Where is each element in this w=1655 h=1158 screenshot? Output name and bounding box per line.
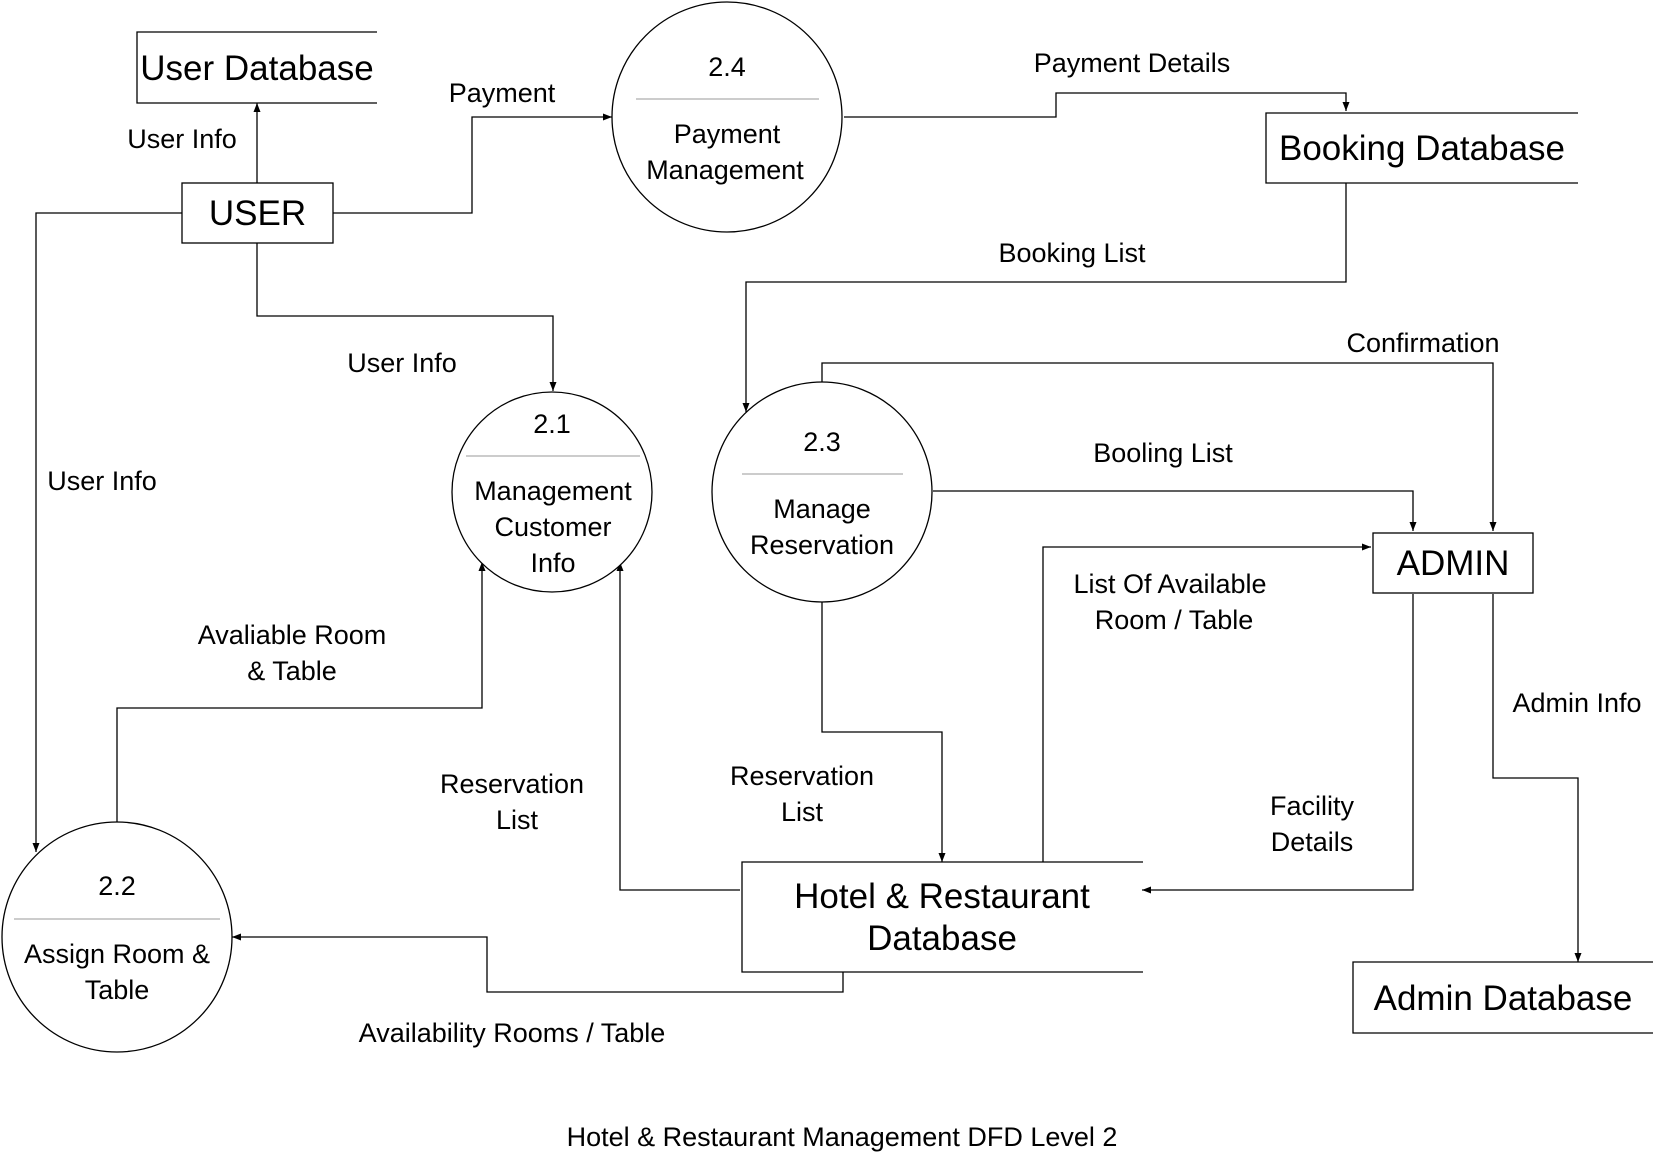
store-hotel-db-label-2: Database [867, 919, 1017, 958]
flow-label-reservation-list-left-2: List [496, 805, 539, 835]
flow-label-user-info-mid: User Info [347, 348, 457, 378]
store-booking-database-label: Booking Database [1279, 129, 1565, 168]
process-2-3-label-1: Manage [773, 494, 871, 524]
entity-user: USER [181, 182, 334, 244]
process-2-2-assign-room-table: 2.2 Assign Room & Table [1, 821, 233, 1053]
flow-label-booking-list: Booking List [998, 238, 1146, 268]
process-2-4-payment-management: 2.4 Payment Management [611, 1, 843, 233]
flow-user-to-customer-info [256, 243, 557, 391]
flow-label-booling-list: Booling List [1093, 438, 1233, 468]
flow-hoteldb-to-customer-info [616, 562, 740, 891]
process-2-4-label-2: Management [646, 155, 804, 185]
process-2-1-label-1: Management [474, 476, 632, 506]
flow-label-facility-details-1: Facility [1270, 791, 1355, 821]
flow-reservation-to-admin [933, 490, 1417, 531]
process-2-3-number: 2.3 [803, 427, 841, 457]
entity-admin-label: ADMIN [1397, 544, 1510, 583]
process-2-1-number: 2.1 [533, 409, 571, 439]
flow-label-availability-rooms: Availability Rooms / Table [359, 1018, 666, 1048]
flow-admin-to-hoteldb [1142, 594, 1414, 894]
flow-user-to-payment [333, 113, 612, 214]
flow-bookingdb-to-manage-reservation [742, 183, 1347, 412]
flow-label-user-info-top: User Info [127, 124, 237, 154]
process-2-3-label-2: Reservation [750, 530, 894, 560]
flow-label-available-room-2: & Table [247, 656, 337, 686]
store-hotel-restaurant-database: Hotel & Restaurant Database [741, 861, 1143, 973]
store-hotel-db-label-1: Hotel & Restaurant [794, 877, 1090, 916]
store-booking-database: Booking Database [1265, 112, 1578, 184]
process-2-2-label-2: Table [85, 975, 150, 1005]
flow-label-list-available-1: List Of Available [1073, 569, 1266, 599]
flow-label-facility-details-2: Details [1271, 827, 1354, 857]
process-2-1-management-customer-info: 2.1 Management Customer Info [451, 391, 653, 593]
flow-label-admin-info: Admin Info [1512, 688, 1641, 718]
store-admin-database-label: Admin Database [1374, 979, 1633, 1018]
store-admin-database: Admin Database [1352, 961, 1653, 1034]
process-2-1-label-2: Customer [494, 512, 611, 542]
flow-payment-to-bookingdb [844, 92, 1350, 118]
store-user-database-label: User Database [140, 49, 373, 88]
entity-admin: ADMIN [1372, 532, 1534, 594]
flow-label-confirmation: Confirmation [1346, 328, 1499, 358]
flow-assign-room-to-customer-info [116, 562, 486, 822]
flow-label-reservation-list-mid-2: List [781, 797, 824, 827]
flow-label-payment-details: Payment Details [1034, 48, 1231, 78]
flow-label-list-available-2: Room / Table [1095, 605, 1254, 635]
entity-user-label: USER [209, 194, 306, 233]
process-2-4-label-1: Payment [674, 119, 781, 149]
flow-admin-to-admindb [1492, 594, 1582, 962]
process-2-2-number: 2.2 [98, 871, 136, 901]
store-user-database: User Database [136, 31, 377, 104]
process-2-3-manage-reservation: 2.3 Manage Reservation [711, 381, 933, 603]
flow-confirmation-to-admin [821, 362, 1497, 531]
flow-labels: User Info Payment Payment Details Bookin… [47, 48, 1641, 1048]
flow-label-available-room-1: Avaliable Room [198, 620, 387, 650]
flow-label-reservation-list-mid-1: Reservation [730, 761, 874, 791]
diagram-caption: Hotel & Restaurant Management DFD Level … [567, 1122, 1118, 1152]
process-2-1-label-3: Info [530, 548, 575, 578]
flow-reservation-to-hoteldb [821, 602, 946, 862]
process-2-2-label-1: Assign Room & [24, 939, 210, 969]
flow-label-payment: Payment [449, 78, 556, 108]
flow-label-user-info-left: User Info [47, 466, 157, 496]
process-2-4-number: 2.4 [708, 52, 746, 82]
flow-label-reservation-list-left-1: Reservation [440, 769, 584, 799]
flow-user-to-assign-room [32, 212, 182, 852]
flow-hoteldb-to-assign-room [232, 933, 844, 993]
flow-hoteldb-to-admin [1042, 543, 1371, 862]
